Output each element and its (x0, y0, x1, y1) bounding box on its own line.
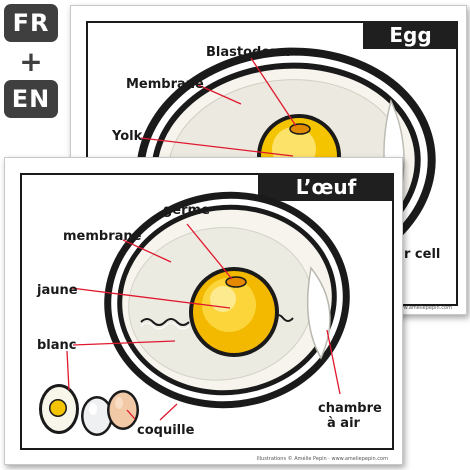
label-membrane-en: Membrane (126, 77, 204, 92)
small-eggs (39, 384, 139, 436)
label-membrane: membrane (63, 229, 142, 244)
card-english-title: Egg (363, 21, 458, 49)
leader-jaune (70, 287, 231, 309)
label-chambre-line2: à air (327, 416, 361, 431)
blastoderm (289, 123, 311, 135)
leader-blastoderm (250, 57, 297, 127)
egg-diagram-french: germe membrane jaune blanc coquille cham… (36, 191, 382, 438)
leader-coquille-small (126, 409, 136, 420)
label-blastoderm: Blastoderm (206, 45, 290, 60)
card-french-title: L’œuf (258, 173, 394, 201)
leader-germe (186, 223, 233, 280)
small-egg-yolk (50, 400, 66, 416)
small-egg-brown (109, 392, 137, 428)
credit-french: Illustrations © Amélie Pepin · www.ameli… (256, 456, 388, 462)
label-chambre-line1: chambre (318, 401, 382, 416)
yolk-highlight (210, 286, 236, 312)
leader-chambre (326, 329, 341, 395)
badge-fr: FR (4, 4, 58, 42)
small-egg-brown-shine (115, 397, 123, 409)
badge-en: EN (4, 80, 58, 118)
chalaza-left (140, 318, 190, 326)
chalaza-left-highlight (140, 322, 190, 330)
germ-disc (225, 276, 247, 288)
leader-yolk (140, 137, 294, 157)
leader-membrane-en (195, 83, 242, 105)
label-jaune: jaune (36, 283, 78, 298)
label-germe: germe (163, 203, 210, 218)
label-air-cell-en: r cell (404, 247, 440, 262)
card-french: L’œuf (4, 157, 403, 465)
small-egg-white (83, 398, 111, 434)
leader-coquille (159, 403, 178, 421)
air-cell (306, 266, 331, 360)
small-egg-white-shine (89, 403, 97, 415)
leader-blanc (72, 340, 176, 346)
plus-sign: + (19, 44, 43, 78)
label-blanc: blanc (37, 338, 77, 353)
leader-blanc-small (66, 350, 70, 391)
leader-membrane (122, 239, 172, 263)
label-yolk: Yolk (111, 129, 143, 144)
label-coquille: coquille (137, 423, 195, 438)
